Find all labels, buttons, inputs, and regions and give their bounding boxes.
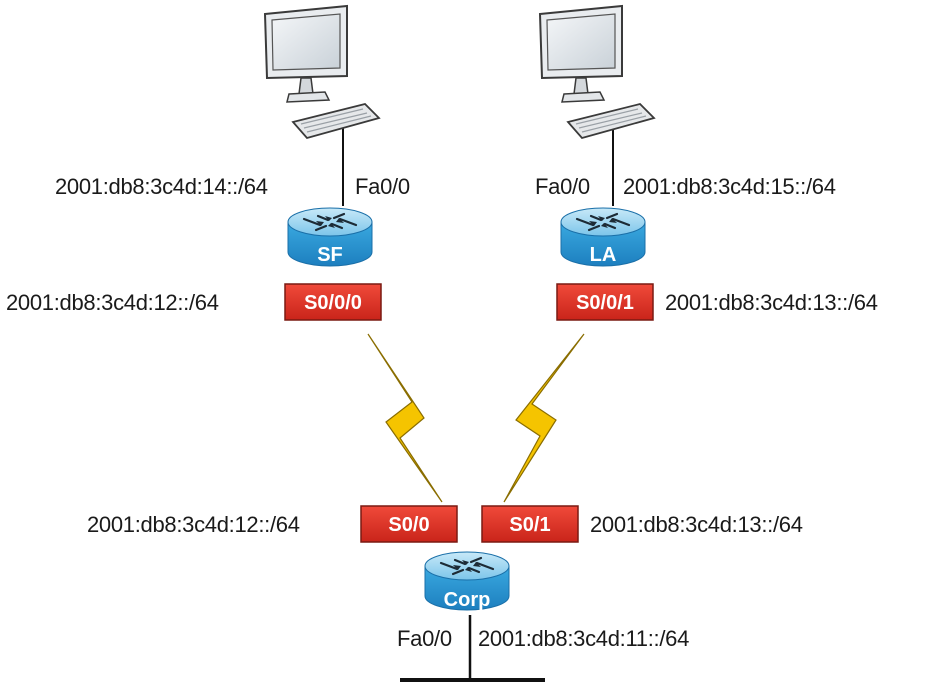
sf-router-name: SF	[317, 244, 343, 266]
la-router-name: LA	[590, 244, 617, 266]
la-lan-network: 2001:db8:3c4d:15::/64	[623, 174, 836, 199]
serial-link-sf-corp	[367, 333, 443, 503]
la-router[interactable]: LA	[559, 206, 647, 268]
la-fa-interface: Fa0/0	[535, 174, 590, 199]
sf-fa-interface: Fa0/0	[355, 174, 410, 199]
la-wan-network: 2001:db8:3c4d:13::/64	[665, 290, 878, 315]
corp-router[interactable]: Corp	[423, 550, 511, 612]
corp-s0-interface: S0/0	[360, 505, 458, 543]
corp-lan-network: 2001:db8:3c4d:11::/64	[478, 626, 689, 651]
sf-serial-interface: S0/0/0	[284, 283, 382, 321]
la-computer-icon	[539, 5, 655, 139]
serial-link-la-corp	[503, 333, 585, 503]
corp-fa-interface: Fa0/0	[397, 626, 452, 651]
corp-s1-interface: S0/1	[481, 505, 579, 543]
corp-router-name: Corp	[444, 589, 491, 611]
corp-s0-network: 2001:db8:3c4d:12::/64	[87, 512, 300, 537]
sf-wan-network: 2001:db8:3c4d:12::/64	[6, 290, 219, 315]
la-serial-interface: S0/0/1	[556, 283, 654, 321]
corp-s1-network: 2001:db8:3c4d:13::/64	[590, 512, 803, 537]
la-serial-label: S0/0/1	[576, 292, 634, 314]
sf-computer-icon	[264, 5, 380, 139]
corp-s1-label: S0/1	[509, 514, 550, 536]
sf-serial-label: S0/0/0	[304, 292, 362, 314]
sf-router[interactable]: SF	[286, 206, 374, 268]
sf-lan-network: 2001:db8:3c4d:14::/64	[55, 174, 268, 199]
corp-s0-label: S0/0	[388, 514, 429, 536]
